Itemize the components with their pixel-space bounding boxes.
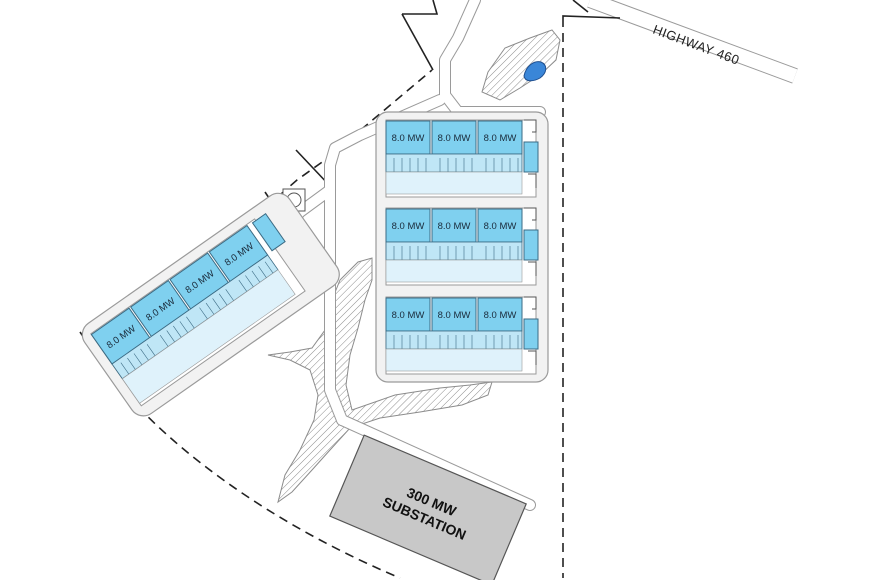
bess-unit bbox=[431, 297, 477, 332]
unit-label: 8.0 MW bbox=[438, 310, 471, 321]
wooded-area-north bbox=[481, 29, 561, 101]
inverter bbox=[251, 213, 286, 252]
bess-unit bbox=[431, 208, 477, 243]
bess-unit bbox=[431, 120, 477, 155]
bess-unit bbox=[477, 297, 523, 332]
bess-unit bbox=[385, 120, 431, 155]
unit-label: 8.0 MW bbox=[392, 133, 425, 144]
bess-unit bbox=[477, 208, 523, 243]
unit-label: 8.0 MW bbox=[484, 221, 517, 232]
bess-unit bbox=[385, 297, 431, 332]
property-boundary bbox=[83, 18, 564, 579]
west-block: 8.0 MW 8.0 MW 8.0 MW 8.0 MW bbox=[81, 192, 340, 417]
pond bbox=[523, 61, 547, 82]
unit-label: 8.0 MW bbox=[484, 133, 517, 144]
unit-label: 8.0 MW bbox=[392, 310, 425, 321]
east-block-3: 8.0 MW 8.0 MW 8.0 MW bbox=[385, 296, 539, 375]
unit-label: 8.0 MW bbox=[484, 310, 517, 321]
inverter bbox=[523, 318, 539, 350]
unit-label: 8.0 MW bbox=[438, 221, 471, 232]
unit-label: 8.0 MW bbox=[438, 133, 471, 144]
bess-unit bbox=[385, 208, 431, 243]
inverter bbox=[523, 141, 539, 173]
highway-460: HIGHWAY 460 bbox=[587, 0, 798, 84]
wooded-area-central bbox=[267, 257, 493, 504]
unit-label: 8.0 MW bbox=[392, 221, 425, 232]
east-block-2: 8.0 MW 8.0 MW 8.0 MW bbox=[385, 207, 539, 286]
inverter bbox=[523, 229, 539, 261]
wooded-areas bbox=[267, 29, 561, 504]
substation: 300 MW SUBSTATION bbox=[329, 434, 527, 580]
